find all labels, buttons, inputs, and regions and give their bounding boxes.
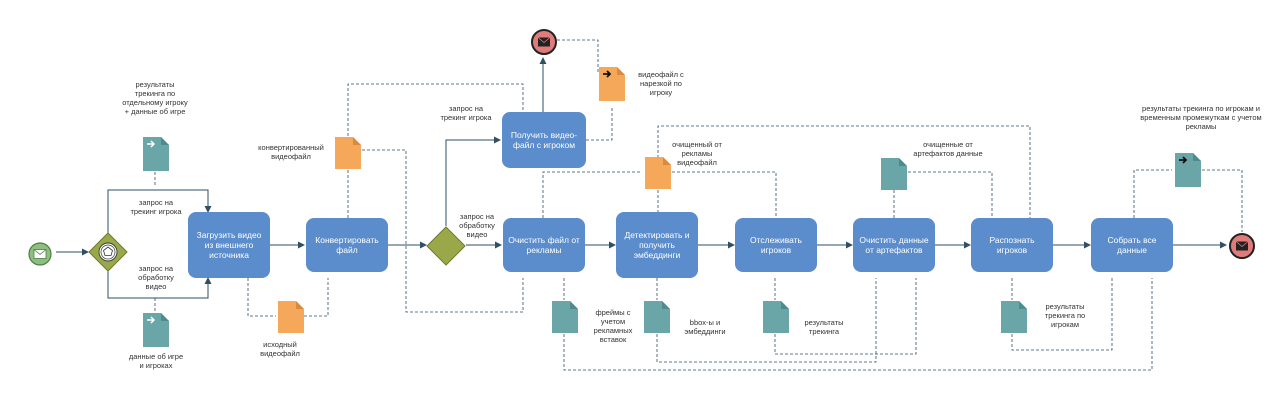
task-upload-video[interactable]: Загрузить видео из внешнего источника (188, 212, 270, 278)
task-detect-embeddings[interactable]: Детектировать и получить эмбеддинги (616, 212, 698, 278)
data-source-video-icon (278, 301, 304, 333)
label-tracking-results: результаты трекинга (804, 318, 844, 336)
label-player-video: видеофайл с нарезкой по игроку (638, 70, 684, 97)
label-game-data: данные об игре и игроках (128, 352, 184, 370)
task-recognize-players[interactable]: Распознать игроков (971, 218, 1053, 272)
data-clean-data-icon (881, 158, 907, 190)
message-start-event-icon[interactable] (27, 241, 53, 267)
exclusive-gateway-icon[interactable] (426, 226, 466, 266)
data-output-result-player-icon (143, 137, 169, 171)
label-bbox: bbox-ы и эмбеддинги (684, 318, 726, 336)
task-clean-ads[interactable]: Очистить файл от рекламы (503, 218, 585, 272)
label-converted-video: конвертированный видеофайл (258, 143, 324, 161)
label-req-processing-bottom: запрос на обработку видео (138, 264, 174, 291)
message-end-event-right-icon[interactable] (1228, 232, 1256, 260)
task-convert-file[interactable]: Конвертировать файл (306, 218, 388, 272)
label-result-player: результаты трекинга по отдельному игроку… (122, 80, 188, 116)
label-clean-video: очищенный от рекламы видеофайл (672, 140, 722, 167)
event-based-gateway-icon[interactable] (88, 232, 128, 272)
data-output-final-results-icon (1175, 153, 1201, 187)
data-bbox-icon (644, 301, 670, 333)
task-track-players[interactable]: Отслеживать игроков (735, 218, 817, 272)
task-clean-artifacts[interactable]: Очистить данные от артефактов (853, 218, 935, 272)
data-clean-video-icon (645, 157, 671, 189)
data-output-player-video-icon (599, 67, 625, 101)
data-input-game-data-icon (143, 313, 169, 347)
message-end-event-top-icon[interactable] (530, 28, 558, 56)
label-req-processing-mid: запрос на обработку видео (459, 212, 495, 239)
data-frames-ads-icon (552, 301, 578, 333)
task-collect-data[interactable]: Собрать все данные (1091, 218, 1173, 272)
label-frames-ads: фреймы с учетом рекламных вставок (593, 308, 633, 344)
data-tracking-players-icon (1001, 301, 1027, 333)
label-tracking-players: результаты трекинга по игрокам (1044, 302, 1086, 329)
label-source-video: исходный видеофайл (260, 340, 300, 358)
label-clean-data: очищенные от артефактов данные (913, 140, 983, 158)
label-req-tracking-mid: запрос на трекинг игрока (440, 104, 492, 122)
label-req-tracking-top: запрос на трекинг игрока (130, 198, 182, 216)
data-converted-video-icon (335, 137, 361, 169)
task-get-player-video[interactable]: Получить видео-файл с игроком (502, 112, 586, 168)
data-tracking-results-icon (763, 301, 789, 333)
label-final-results: результаты трекинга по игрокам и временн… (1140, 104, 1262, 131)
